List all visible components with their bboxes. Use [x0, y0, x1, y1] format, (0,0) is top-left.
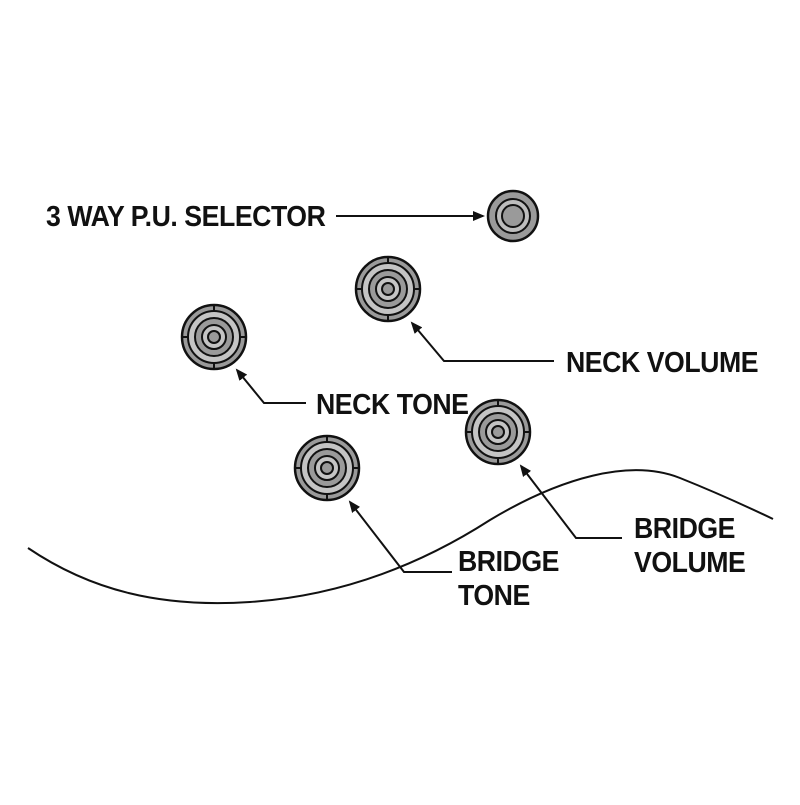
neck-volume-knob-icon [354, 255, 422, 323]
selector-label: 3 WAY P.U. SELECTOR [46, 201, 326, 233]
bridge-tone-leader-arrow [348, 500, 452, 573]
neck-volume-leader-arrow [410, 321, 554, 362]
neck-tone-knob-icon [180, 303, 248, 371]
bridge-volume-label-line1: BRIDGE [634, 513, 736, 545]
bridge-volume-label: BRIDGE VOLUME [634, 512, 746, 580]
bridge-volume-label-line2: VOLUME [634, 547, 746, 579]
neck-tone-label: NECK TONE [316, 389, 469, 421]
bridge-volume-leader-arrow [519, 464, 622, 539]
bridge-volume-knob-icon [464, 398, 532, 466]
bridge-tone-label-line2: TONE [458, 580, 530, 612]
bridge-tone-knob-icon [293, 434, 361, 502]
bridge-tone-label: BRIDGE TONE [458, 545, 559, 613]
guitar-body-outline [27, 469, 774, 605]
neck-tone-leader-arrow [235, 368, 306, 404]
bridge-tone-label-line1: BRIDGE [458, 546, 560, 578]
knob-knurl-marks [182, 257, 530, 500]
neck-volume-label: NECK VOLUME [566, 347, 759, 379]
toggle-switch-icon [486, 189, 540, 243]
